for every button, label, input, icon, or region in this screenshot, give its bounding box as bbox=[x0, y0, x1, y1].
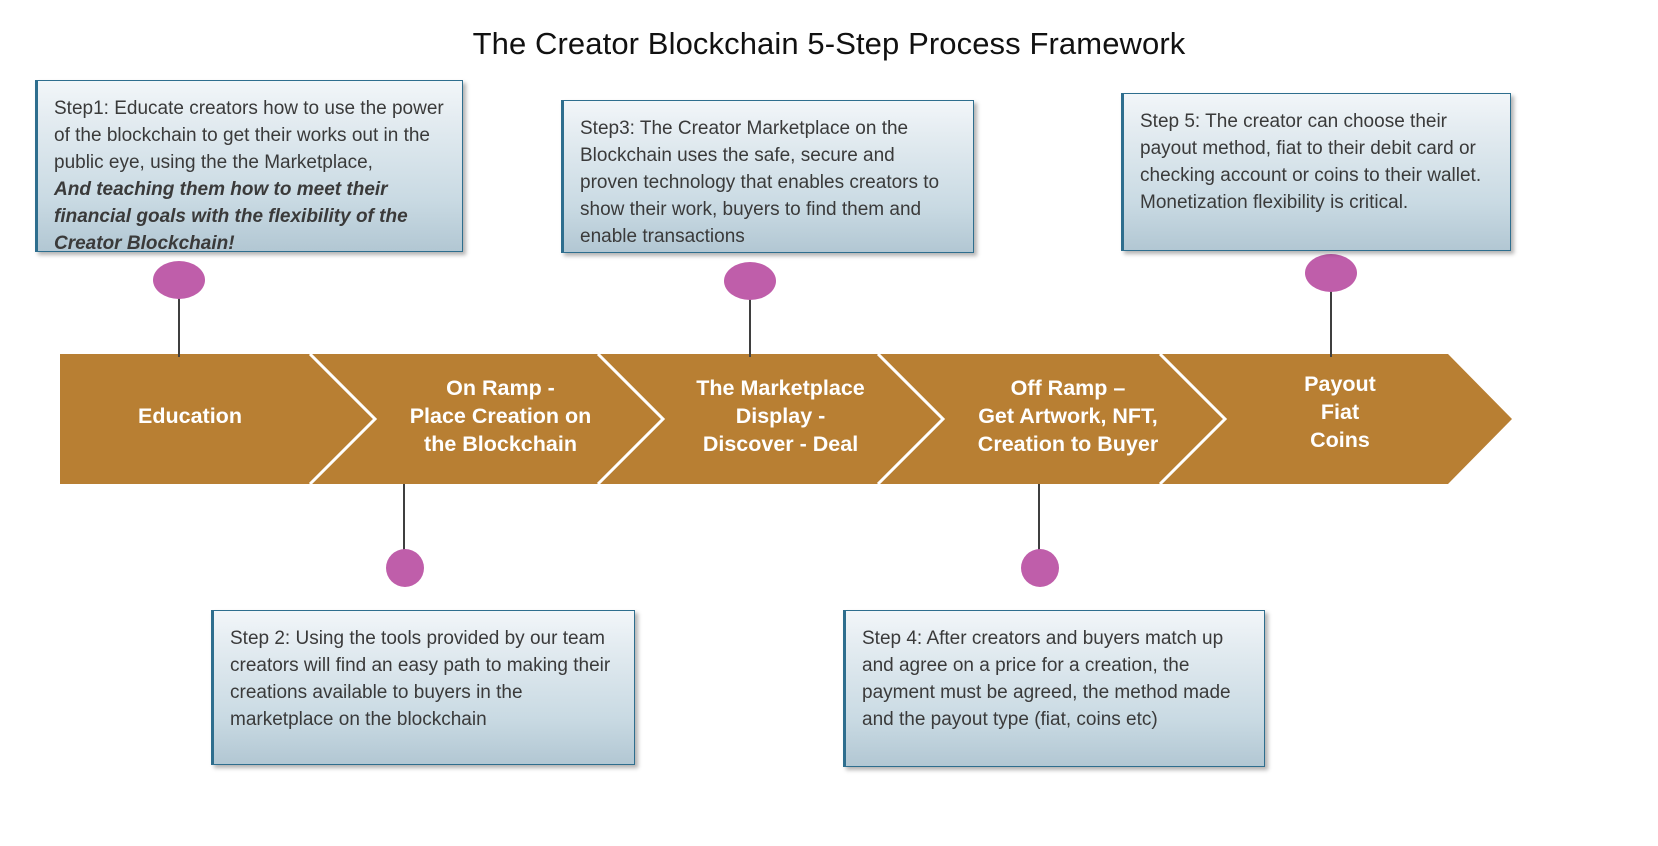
callout-step4-text: Step 4: After creators and buyers match … bbox=[862, 628, 1231, 730]
chevron-separator-3 bbox=[876, 354, 946, 484]
connector-line-step1 bbox=[178, 275, 180, 357]
connector-line-step2 bbox=[403, 484, 405, 556]
process-banner: Education On Ramp - Place Creation on th… bbox=[60, 354, 1512, 484]
callout-step1[interactable]: Step1: Educate creators how to use the p… bbox=[35, 80, 463, 254]
chevron-separator-4 bbox=[1158, 354, 1228, 484]
callout-step3-text: Step3: The Creator Marketplace on the Bl… bbox=[580, 118, 940, 247]
connector-dot-step4 bbox=[1021, 549, 1059, 587]
callout-step1-plain-text: Step1: Educate creators how to use the p… bbox=[54, 98, 444, 173]
banner-body bbox=[60, 354, 1512, 484]
chevron-separator-1 bbox=[308, 354, 378, 484]
callout-step4[interactable]: Step 4: After creators and buyers match … bbox=[843, 610, 1265, 767]
callout-step2-text: Step 2: Using the tools provided by our … bbox=[230, 628, 611, 730]
callout-step2[interactable]: Step 2: Using the tools provided by our … bbox=[211, 610, 635, 765]
callout-step1-emphasis-text: And teaching them how to meet their fina… bbox=[54, 179, 408, 254]
callout-step5[interactable]: Step 5: The creator can choose their pay… bbox=[1121, 93, 1511, 251]
callout-step5-text: Step 5: The creator can choose their pay… bbox=[1140, 111, 1482, 213]
page-title: The Creator Blockchain 5-Step Process Fr… bbox=[472, 26, 1186, 61]
connector-dot-step5 bbox=[1305, 254, 1357, 292]
process-banner-shape bbox=[60, 354, 1512, 484]
connector-dot-step2 bbox=[386, 549, 424, 587]
callout-step3[interactable]: Step3: The Creator Marketplace on the Bl… bbox=[561, 100, 974, 253]
connector-line-step3 bbox=[749, 295, 751, 357]
connector-line-step4 bbox=[1038, 484, 1040, 556]
connector-line-step5 bbox=[1330, 285, 1332, 357]
connector-dot-step1 bbox=[153, 261, 205, 299]
connector-dot-step3 bbox=[724, 262, 776, 300]
chevron-separator-2 bbox=[596, 354, 666, 484]
